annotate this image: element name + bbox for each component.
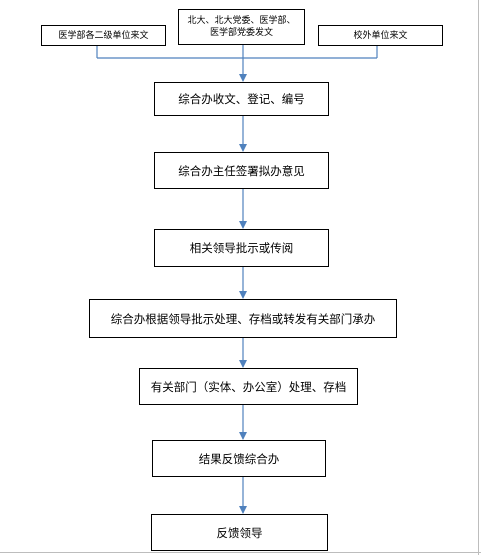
source-label-external-units: 校外单位来文 [353, 30, 408, 41]
step-director-opinion: 综合办主任签署拟办意见 [154, 152, 329, 189]
step-label-director-opinion: 综合办主任签署拟办意见 [178, 163, 305, 178]
step-process-archive-forward: 综合办根据领导批示处理、存档或转发有关部门承办 [89, 299, 397, 338]
frame-right-edge [478, 0, 479, 555]
step-leader-instruction: 相关领导批示或传阅 [154, 229, 329, 267]
source-box-internal-units: 医学部各二级单位来文 [41, 25, 166, 46]
source-box-university-party: 北大、北大党委、医学部、 医学部党委发文 [178, 9, 305, 45]
step-feedback-leader: 反馈领导 [151, 514, 328, 551]
step-feedback-office: 结果反馈综合办 [152, 440, 326, 477]
frame-bottom-edge [0, 552, 481, 553]
step-label-feedback-leader: 反馈领导 [216, 525, 263, 540]
source-label-university-party-line-1: 北大、北大党委、医学部、 [187, 16, 296, 26]
step-label-receive-register-number: 综合办收文、登记、编号 [178, 92, 305, 106]
step-label-leader-instruction: 相关领导批示或传阅 [189, 241, 294, 255]
step-label-feedback-office: 结果反馈综合办 [198, 451, 280, 466]
source-label-university-party-line-2: 医学部党委发文 [209, 28, 273, 38]
source-label-internal-units: 医学部各二级单位来文 [58, 30, 149, 41]
step-department-handle: 有关部门（实体、办公室）处理、存档 [139, 368, 358, 405]
step-label-department-handle: 有关部门（实体、办公室）处理、存档 [150, 379, 347, 394]
step-label-process-archive-forward: 综合办根据领导批示处理、存档或转发有关部门承办 [110, 311, 376, 326]
source-box-external-units: 校外单位来文 [318, 25, 443, 46]
step-receive-register-number: 综合办收文、登记、编号 [154, 82, 329, 116]
